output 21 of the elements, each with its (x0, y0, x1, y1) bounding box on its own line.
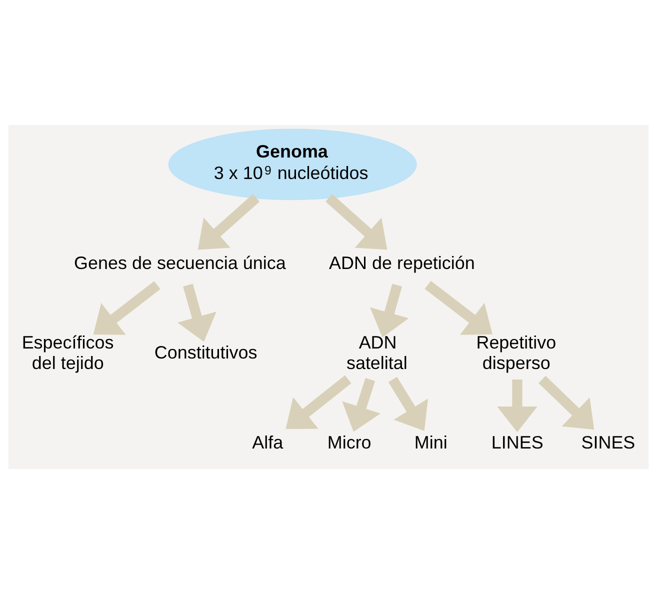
node-text: SINES (581, 432, 636, 452)
arrow (93, 280, 160, 334)
arrow (538, 375, 594, 430)
node-text: Constitutivos (154, 342, 258, 362)
node-text: Alfa (252, 432, 284, 452)
arrow (286, 374, 352, 428)
node-text: Genes de secuencia única (74, 252, 286, 272)
arrow (178, 283, 216, 342)
arrow (370, 283, 409, 337)
node-text: ADN satelital (346, 332, 408, 372)
node-text: Micro (327, 432, 372, 452)
node-text: Repetitivo disperso (476, 332, 556, 372)
node-text: Mini (414, 432, 448, 452)
arrow (388, 376, 428, 430)
arrow (198, 194, 260, 250)
arrow (326, 194, 388, 250)
node-text: ADN de repetición (329, 252, 475, 272)
node-text: LINES (491, 432, 544, 452)
arrow (497, 378, 538, 432)
node-text: Específicos del tejido (22, 332, 114, 372)
arrow (424, 280, 492, 334)
